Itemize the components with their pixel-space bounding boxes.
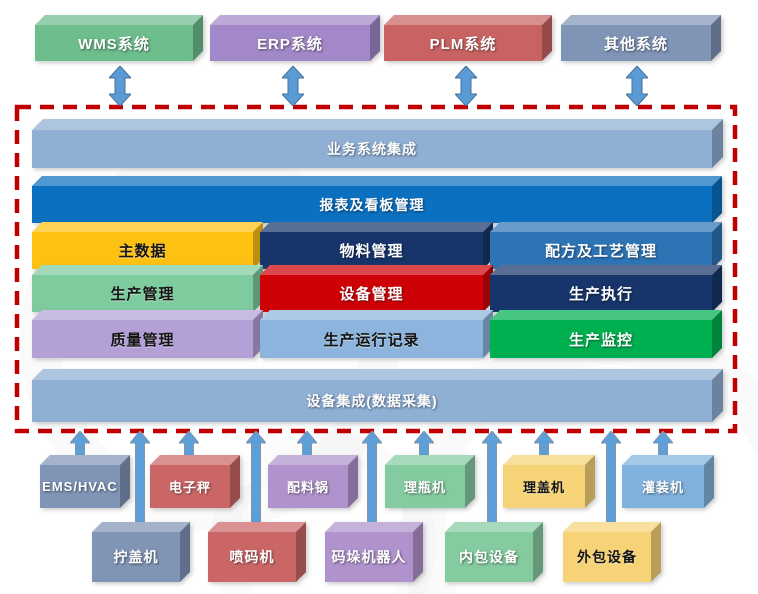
double-arrow-icon <box>455 66 477 106</box>
module-equipment-mgmt-label: 设备管理 <box>339 286 404 303</box>
up-arrow-icon <box>482 431 502 531</box>
equipment-batching-pot-label: 配料锅 <box>286 480 329 495</box>
equipment-capping-machine: 拧盖机 <box>92 532 180 582</box>
up-arrow-icon <box>179 431 199 464</box>
up-arrow-icon <box>414 431 434 464</box>
equipment-bottle-unscrambler-label: 理瓶机 <box>403 480 446 495</box>
layer-device-integration-label: 设备集成(数据采集) <box>306 393 438 409</box>
up-arrow-icon <box>601 431 621 531</box>
layer-business-integration-label: 业务系统集成 <box>327 141 417 157</box>
module-production-execution-label: 生产执行 <box>568 286 633 303</box>
module-production-run-record: 生产运行记录 <box>260 320 483 358</box>
equipment-ems-hvac-label: EMS/HVAC <box>42 479 118 494</box>
equipment-inner-packaging-label: 内包设备 <box>459 549 519 565</box>
equipment-ems-hvac: EMS/HVAC <box>40 465 120 508</box>
module-production-monitor: 生产监控 <box>490 320 712 358</box>
module-production-execution: 生产执行 <box>490 275 712 312</box>
equipment-bottle-unscrambler: 理瓶机 <box>385 465 465 508</box>
module-quality-mgmt: 质量管理 <box>32 320 253 358</box>
top-system-plm: PLM系统 <box>384 25 542 61</box>
double-arrow-icon <box>626 66 648 106</box>
module-material-mgmt-label: 物料管理 <box>339 243 404 260</box>
module-master-data: 主数据 <box>32 232 253 269</box>
module-equipment-mgmt: 设备管理 <box>260 275 483 312</box>
equipment-inkjet-printer: 喷码机 <box>208 532 296 582</box>
double-arrow-icon <box>282 66 304 106</box>
equipment-outer-packaging: 外包设备 <box>563 532 651 582</box>
module-production-run-record-label: 生产运行记录 <box>323 331 420 349</box>
equipment-filling-machine: 灌装机 <box>622 465 704 508</box>
module-recipe-process-mgmt-label: 配方及工艺管理 <box>544 243 657 260</box>
layer-report-dashboard: 报表及看板管理 <box>32 186 712 223</box>
top-system-erp-label: ERP系统 <box>257 35 323 53</box>
top-system-erp: ERP系统 <box>210 25 370 61</box>
equipment-cap-sorter: 理盖机 <box>503 465 585 508</box>
module-production-mgmt-label: 生产管理 <box>110 286 175 303</box>
top-system-wms-label: WMS系统 <box>78 35 150 53</box>
equipment-electronic-scale-label: 电子秤 <box>168 480 211 495</box>
up-arrow-icon <box>653 431 673 464</box>
layer-business-integration: 业务系统集成 <box>32 130 712 168</box>
module-quality-mgmt-label: 质量管理 <box>110 331 175 349</box>
module-material-mgmt: 物料管理 <box>260 232 483 269</box>
layer-report-dashboard-label: 报表及看板管理 <box>319 196 425 213</box>
top-system-wms: WMS系统 <box>35 25 193 61</box>
up-arrow-icon <box>130 431 150 531</box>
equipment-electronic-scale: 电子秤 <box>150 465 230 508</box>
equipment-capping-machine-label: 拧盖机 <box>113 549 159 565</box>
equipment-palletizing-robot-label: 码垛机器人 <box>331 549 407 565</box>
dashed-boundary <box>14 104 738 434</box>
equipment-cap-sorter-label: 理盖机 <box>522 480 565 495</box>
up-arrow-icon <box>70 431 90 464</box>
top-system-other: 其他系统 <box>561 25 711 61</box>
equipment-filling-machine-label: 灌装机 <box>641 480 684 495</box>
up-arrow-icon <box>534 431 554 464</box>
equipment-inner-packaging: 内包设备 <box>445 532 533 582</box>
top-system-other-label: 其他系统 <box>603 35 668 53</box>
up-arrow-icon <box>246 431 266 531</box>
equipment-batching-pot: 配料锅 <box>268 465 348 508</box>
up-arrow-icon <box>297 431 317 464</box>
equipment-palletizing-robot: 码垛机器人 <box>325 532 413 582</box>
module-production-mgmt: 生产管理 <box>32 275 253 312</box>
up-arrow-icon <box>362 431 382 531</box>
equipment-outer-packaging-label: 外包设备 <box>577 549 637 565</box>
top-system-plm-label: PLM系统 <box>429 35 497 53</box>
equipment-inkjet-printer-label: 喷码机 <box>229 549 275 565</box>
layer-device-integration: 设备集成(数据采集) <box>32 380 712 422</box>
module-master-data-label: 主数据 <box>118 243 167 260</box>
module-recipe-process-mgmt: 配方及工艺管理 <box>490 232 712 269</box>
double-arrow-icon <box>109 66 131 106</box>
module-production-monitor-label: 生产监控 <box>568 331 633 349</box>
